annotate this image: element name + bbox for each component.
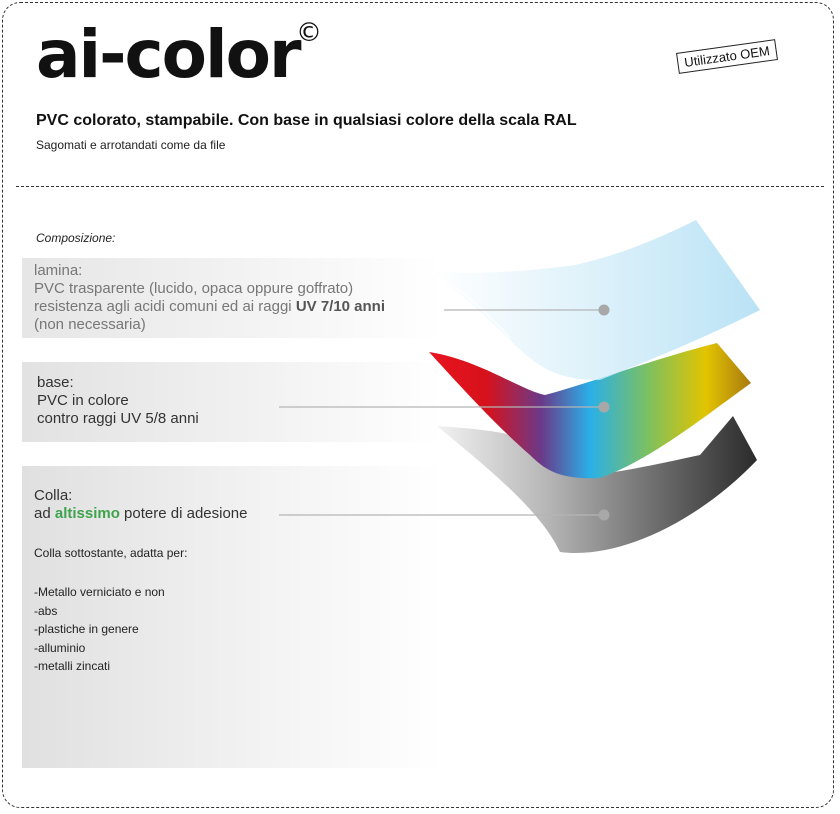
- base-leader-dot: [598, 401, 610, 413]
- colla-leader-dot: [598, 509, 610, 521]
- list-item: -Metallo verniciato e non: [34, 585, 165, 599]
- colla-description: Colla: ad altissimo potere di adesione: [34, 487, 248, 523]
- base-uv-rating: contro raggi UV 5/8 anni: [37, 410, 199, 427]
- product-subnote: Sagomati e arrotandati come da file: [36, 138, 226, 152]
- list-item: -alluminio: [34, 640, 86, 655]
- list-item: -abs: [34, 603, 58, 618]
- product-subtitle: PVC colorato, stampabile. Con base in qu…: [36, 112, 577, 129]
- list-item: -plastiche in genere: [34, 622, 139, 637]
- base-material: PVC in colore: [37, 392, 129, 409]
- lamina-leader-dot: [598, 304, 610, 316]
- colla-panel: [22, 466, 442, 768]
- base-layer-shape: [429, 343, 751, 479]
- lamina-curl: [431, 271, 511, 339]
- lamina-note: (non necessaria): [34, 316, 146, 333]
- lamina-uv-rating: UV 7/10 anni: [295, 298, 386, 315]
- colla-label: Colla:: [34, 487, 73, 504]
- colla-intro: Colla sottostante, adatta per:: [34, 546, 188, 560]
- lamina-panel: [22, 258, 442, 338]
- base-description: base: PVC in colore contro raggi UV 5/8 …: [37, 374, 199, 428]
- lamina-description: lamina: PVC trasparente (lucido, opaca o…: [34, 262, 385, 334]
- section-divider: [16, 186, 824, 187]
- colla-adhesion: ad altissimo potere di adesione: [34, 505, 248, 522]
- lamina-material: PVC trasparente (lucido, opaca oppure go…: [34, 280, 354, 297]
- list-item: -metalli zincati: [34, 659, 111, 674]
- lamina-layer-shape: [432, 220, 760, 380]
- colla-highlight: altissimo: [54, 505, 120, 522]
- product-title: ai-color: [36, 16, 302, 93]
- base-panel: [22, 362, 442, 442]
- lamina-resistance: resistenza agli acidi comuni ed ai raggi…: [34, 298, 386, 315]
- colla-layer-shape: [437, 416, 757, 554]
- copyright-symbol: ©: [296, 18, 322, 48]
- base-label: base:: [37, 374, 74, 391]
- colla-usage-list: -Metallo verniciato e non -abs -plastich…: [34, 583, 165, 676]
- lamina-label: lamina:: [34, 262, 83, 279]
- composition-heading: Composizione:: [36, 231, 116, 245]
